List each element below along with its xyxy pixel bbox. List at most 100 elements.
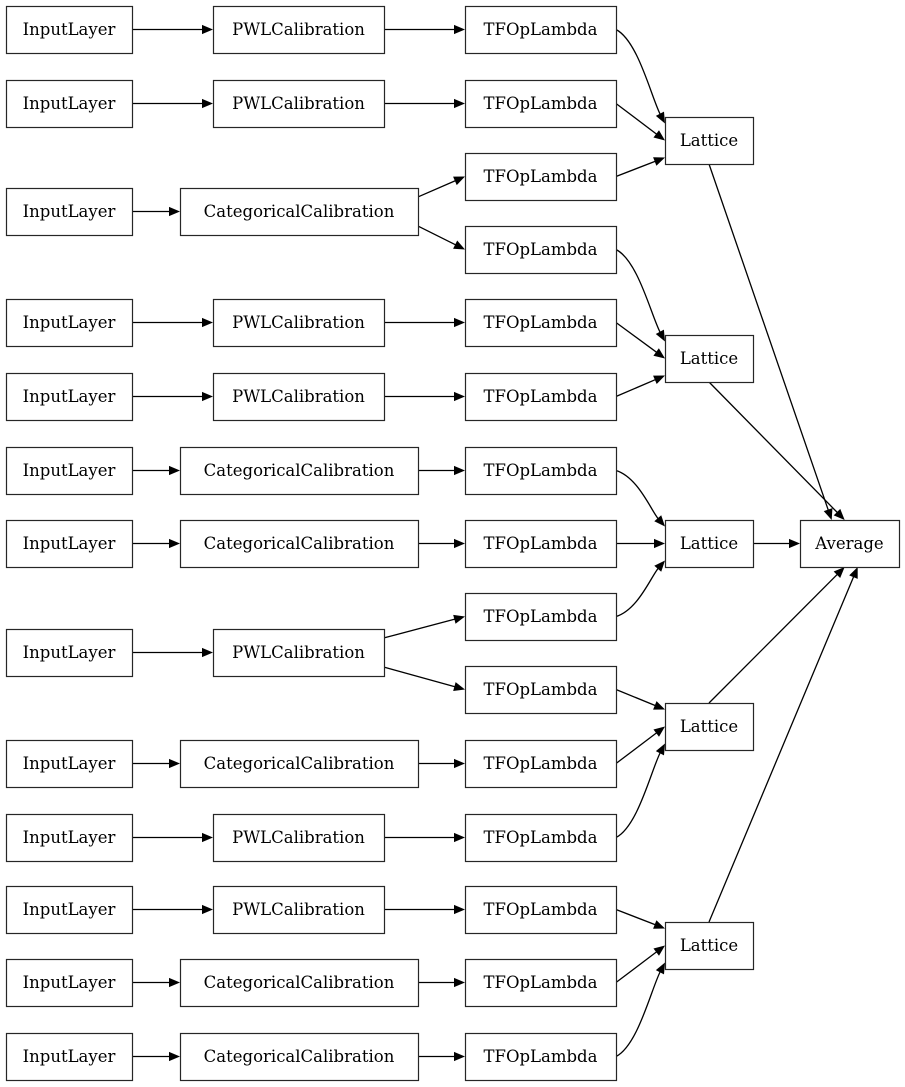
node-tf4-tfop-lambda[interactable]: TFOpLambda bbox=[464, 298, 618, 348]
node-box[interactable] bbox=[179, 187, 420, 237]
node-in9-input-layer[interactable]: InputLayer bbox=[5, 813, 134, 863]
node-box[interactable] bbox=[464, 885, 618, 935]
node-box[interactable] bbox=[5, 79, 134, 129]
node-box[interactable] bbox=[179, 519, 420, 569]
node-box[interactable] bbox=[5, 519, 134, 569]
edge-arrowhead bbox=[823, 508, 833, 520]
node-in1-input-layer[interactable]: InputLayer bbox=[5, 79, 134, 129]
node-tf9-tfop-lambda[interactable]: TFOpLambda bbox=[464, 665, 618, 715]
node-in8-input-layer[interactable]: InputLayer bbox=[5, 739, 134, 789]
node-box[interactable] bbox=[464, 225, 618, 275]
node-tf7-tfop-lambda[interactable]: TFOpLambda bbox=[464, 519, 618, 569]
node-box[interactable] bbox=[799, 519, 901, 569]
node-box[interactable] bbox=[212, 79, 386, 129]
node-tf14-tfop-lambda[interactable]: TFOpLambda bbox=[464, 1032, 618, 1082]
node-box[interactable] bbox=[664, 116, 755, 166]
node-box[interactable] bbox=[464, 958, 618, 1008]
node-cal3-pwlcalibration[interactable]: PWLCalibration bbox=[212, 298, 386, 348]
node-cal11-categorical-calibration[interactable]: CategoricalCalibration bbox=[179, 958, 420, 1008]
node-tf5-tfop-lambda[interactable]: TFOpLambda bbox=[464, 372, 618, 422]
node-box[interactable] bbox=[179, 1032, 420, 1082]
node-box[interactable] bbox=[5, 628, 134, 678]
node-label: TFOpLambda bbox=[484, 313, 598, 332]
node-box[interactable] bbox=[179, 958, 420, 1008]
node-box[interactable] bbox=[464, 446, 618, 496]
node-box[interactable] bbox=[212, 628, 386, 678]
node-box[interactable] bbox=[5, 739, 134, 789]
node-box[interactable] bbox=[5, 958, 134, 1008]
node-avg-average[interactable]: Average bbox=[799, 519, 901, 569]
node-tf10-tfop-lambda[interactable]: TFOpLambda bbox=[464, 739, 618, 789]
node-cal1-pwlcalibration[interactable]: PWLCalibration bbox=[212, 79, 386, 129]
node-in2-input-layer[interactable]: InputLayer bbox=[5, 187, 134, 237]
edge-tfop-lambda-to-lattice bbox=[615, 752, 661, 839]
node-in7-input-layer[interactable]: InputLayer bbox=[5, 628, 134, 678]
node-box[interactable] bbox=[212, 298, 386, 348]
node-cal5-categorical-calibration[interactable]: CategoricalCalibration bbox=[179, 446, 420, 496]
node-cal6-categorical-calibration[interactable]: CategoricalCalibration bbox=[179, 519, 420, 569]
node-box[interactable] bbox=[5, 5, 134, 55]
node-box[interactable] bbox=[5, 298, 134, 348]
node-in12-input-layer[interactable]: InputLayer bbox=[5, 1032, 134, 1082]
node-in3-input-layer[interactable]: InputLayer bbox=[5, 298, 134, 348]
node-lat2-lattice[interactable]: Lattice bbox=[664, 519, 755, 569]
node-lat4-lattice[interactable]: Lattice bbox=[664, 921, 755, 971]
node-in10-input-layer[interactable]: InputLayer bbox=[5, 885, 134, 935]
node-box[interactable] bbox=[664, 519, 755, 569]
node-tf3-tfop-lambda[interactable]: TFOpLambda bbox=[464, 225, 618, 275]
node-cal7-pwlcalibration[interactable]: PWLCalibration bbox=[212, 628, 386, 678]
node-tf6-tfop-lambda[interactable]: TFOpLambda bbox=[464, 446, 618, 496]
node-box[interactable] bbox=[212, 813, 386, 863]
node-tf12-tfop-lambda[interactable]: TFOpLambda bbox=[464, 885, 618, 935]
node-tf1-tfop-lambda[interactable]: TFOpLambda bbox=[464, 79, 618, 129]
node-box[interactable] bbox=[212, 5, 386, 55]
node-cal4-pwlcalibration[interactable]: PWLCalibration bbox=[212, 372, 386, 422]
node-box[interactable] bbox=[464, 739, 618, 789]
node-cal9-pwlcalibration[interactable]: PWLCalibration bbox=[212, 813, 386, 863]
node-label: TFOpLambda bbox=[484, 680, 598, 699]
node-cal10-pwlcalibration[interactable]: PWLCalibration bbox=[212, 885, 386, 935]
node-in0-input-layer[interactable]: InputLayer bbox=[5, 5, 134, 55]
node-box[interactable] bbox=[5, 187, 134, 237]
node-label: InputLayer bbox=[23, 828, 116, 847]
node-box[interactable] bbox=[664, 921, 755, 971]
node-box[interactable] bbox=[664, 702, 755, 752]
node-tf13-tfop-lambda[interactable]: TFOpLambda bbox=[464, 958, 618, 1008]
node-box[interactable] bbox=[212, 885, 386, 935]
node-box[interactable] bbox=[5, 446, 134, 496]
node-in11-input-layer[interactable]: InputLayer bbox=[5, 958, 134, 1008]
node-box[interactable] bbox=[464, 592, 618, 642]
node-tf11-tfop-lambda[interactable]: TFOpLambda bbox=[464, 813, 618, 863]
node-in4-input-layer[interactable]: InputLayer bbox=[5, 372, 134, 422]
node-tf0-tfop-lambda[interactable]: TFOpLambda bbox=[464, 5, 618, 55]
node-box[interactable] bbox=[5, 372, 134, 422]
node-lat0-lattice[interactable]: Lattice bbox=[664, 116, 755, 166]
node-tf2-tfop-lambda[interactable]: TFOpLambda bbox=[464, 152, 618, 202]
node-lat1-lattice[interactable]: Lattice bbox=[664, 334, 755, 384]
node-tf8-tfop-lambda[interactable]: TFOpLambda bbox=[464, 592, 618, 642]
node-box[interactable] bbox=[5, 885, 134, 935]
node-box[interactable] bbox=[464, 298, 618, 348]
node-in5-input-layer[interactable]: InputLayer bbox=[5, 446, 134, 496]
node-box[interactable] bbox=[5, 813, 134, 863]
node-box[interactable] bbox=[212, 372, 386, 422]
node-lat3-lattice[interactable]: Lattice bbox=[664, 702, 755, 752]
node-box[interactable] bbox=[464, 813, 618, 863]
node-cal2-categorical-calibration[interactable]: CategoricalCalibration bbox=[179, 187, 420, 237]
node-box[interactable] bbox=[464, 372, 618, 422]
edge-arrowhead bbox=[653, 920, 665, 929]
node-box[interactable] bbox=[664, 334, 755, 384]
node-box[interactable] bbox=[464, 152, 618, 202]
node-cal12-categorical-calibration[interactable]: CategoricalCalibration bbox=[179, 1032, 420, 1082]
node-box[interactable] bbox=[464, 1032, 618, 1082]
node-box[interactable] bbox=[179, 446, 420, 496]
node-cal0-pwlcalibration[interactable]: PWLCalibration bbox=[212, 5, 386, 55]
node-box[interactable] bbox=[5, 1032, 134, 1082]
node-in6-input-layer[interactable]: InputLayer bbox=[5, 519, 134, 569]
node-cal8-categorical-calibration[interactable]: CategoricalCalibration bbox=[179, 739, 420, 789]
node-box[interactable] bbox=[464, 519, 618, 569]
node-box[interactable] bbox=[464, 79, 618, 129]
node-box[interactable] bbox=[464, 665, 618, 715]
node-box[interactable] bbox=[464, 5, 618, 55]
node-box[interactable] bbox=[179, 739, 420, 789]
